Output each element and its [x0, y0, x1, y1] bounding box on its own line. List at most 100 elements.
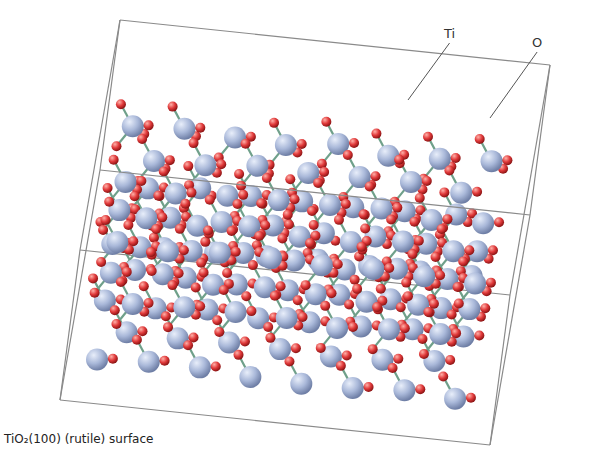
cell-box-back [60, 20, 550, 400]
ti-atom [86, 349, 108, 371]
o-atom [136, 176, 146, 186]
o-atom [167, 280, 177, 290]
o-atom [144, 120, 154, 130]
leader-lines [408, 43, 537, 118]
o-atom [290, 194, 300, 204]
o-atom [175, 224, 185, 234]
o-atom [186, 188, 196, 198]
ti-atom [450, 182, 472, 204]
o-atom [341, 199, 351, 209]
o-atom [199, 268, 209, 278]
o-atom [123, 220, 133, 230]
o-atom [414, 236, 424, 246]
ti-atom [268, 189, 290, 211]
o-atom [386, 215, 396, 225]
o-atom [319, 167, 329, 177]
o-atom [364, 382, 374, 392]
ti-atom [311, 254, 333, 276]
o-atom [439, 187, 449, 197]
o-atom [480, 303, 490, 313]
o-atom [240, 336, 250, 346]
o-atom [265, 333, 275, 343]
o-atom [359, 209, 369, 219]
o-atom [472, 187, 482, 197]
o-atom [109, 155, 119, 165]
o-atom [214, 327, 224, 337]
o-atom [458, 256, 468, 266]
o-atom [241, 291, 251, 301]
o-atom [451, 328, 461, 338]
ti-atom [464, 273, 486, 295]
o-atom [222, 268, 232, 278]
o-atom [137, 326, 147, 336]
o-atom [309, 220, 319, 230]
o-atom [423, 307, 433, 317]
o-atom [116, 277, 126, 287]
o-atom [163, 322, 173, 332]
o-atom [384, 263, 394, 273]
o-atom [157, 212, 167, 222]
o-atom [260, 220, 270, 230]
o-atom [98, 225, 108, 235]
cell-edge [510, 65, 550, 295]
ti-atom [429, 323, 451, 345]
o-atom [376, 284, 386, 294]
o-atom [437, 224, 447, 234]
o-atom [357, 242, 367, 252]
o-atom [293, 295, 303, 305]
o-atom [195, 301, 205, 311]
ti-atom [260, 247, 282, 269]
o-atom [254, 231, 264, 241]
o-atom [298, 312, 308, 322]
ti-atom [444, 388, 466, 410]
o-atom [241, 139, 251, 149]
o-atom [400, 323, 410, 333]
ti-atom [326, 317, 348, 339]
o-atom [297, 139, 307, 149]
o-atom [419, 349, 429, 359]
o-atom [149, 233, 159, 243]
o-atom [336, 361, 346, 371]
ti-atom [362, 258, 384, 280]
o-atom [246, 306, 256, 316]
cell-edge [120, 20, 550, 65]
o-atom [301, 280, 311, 290]
o-atom [180, 199, 190, 209]
o-atom [277, 233, 287, 243]
o-atom [128, 236, 138, 246]
o-atom [422, 176, 432, 186]
o-atom [191, 282, 201, 292]
o-atom [248, 260, 258, 270]
atom-label: Ti [444, 27, 455, 40]
ti-atom [189, 356, 211, 378]
o-atom [203, 226, 213, 236]
o-atom [348, 322, 358, 332]
o-atom [108, 354, 118, 364]
o-atom [139, 281, 149, 291]
o-atom [431, 252, 441, 262]
o-atom [343, 150, 353, 160]
ti-atom [239, 366, 261, 388]
o-atom [285, 174, 295, 184]
o-atom [283, 210, 293, 220]
o-atom [270, 291, 280, 301]
o-atom [403, 291, 413, 301]
o-atom [146, 247, 156, 257]
o-atom [407, 249, 417, 259]
o-atom [368, 344, 378, 354]
ti-atom [173, 118, 195, 140]
atom-spheres [86, 99, 512, 409]
ti-atom [319, 194, 341, 216]
cell-edge [490, 215, 530, 445]
figure-caption: TiO₂(100) (rutile) surface [4, 433, 153, 445]
o-atom [327, 288, 337, 298]
o-atom [474, 331, 484, 341]
ti-atom [225, 301, 247, 323]
o-atom [103, 183, 113, 193]
o-atom [179, 245, 189, 255]
ti-atom [157, 240, 179, 262]
ti-atom [342, 377, 364, 399]
ti-atom [276, 307, 298, 329]
leader-line [408, 43, 450, 100]
